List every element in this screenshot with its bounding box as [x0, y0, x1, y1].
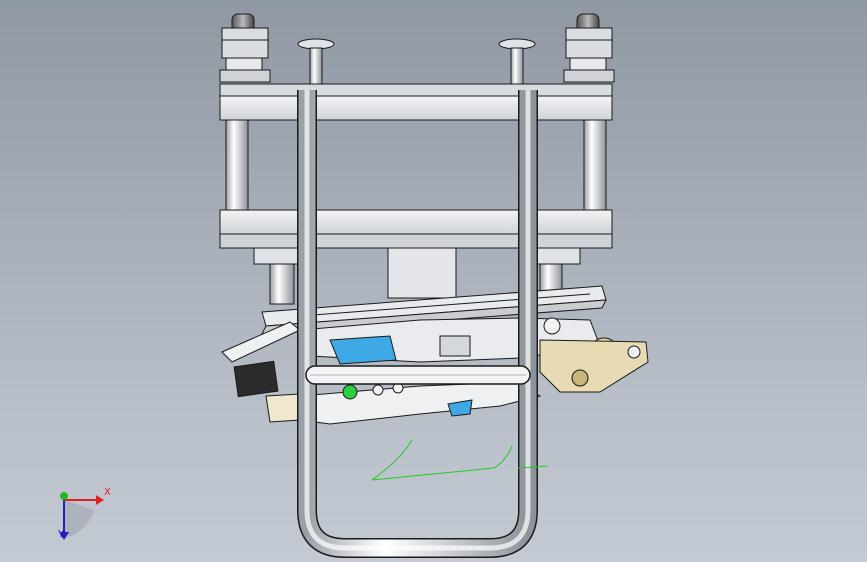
triad-y-label: Y — [58, 529, 65, 540]
coordinate-triad: X Y — [44, 480, 124, 550]
tube-handle[interactable] — [297, 90, 538, 558]
z-axis-origin — [60, 492, 68, 500]
triad-graphic — [59, 492, 104, 540]
main-frame[interactable] — [219, 83, 613, 305]
seat-mechanism[interactable] — [221, 317, 649, 425]
triad-x-label: X — [104, 487, 111, 498]
caster-wheel-right[interactable] — [563, 13, 615, 83]
leveling-foot-left[interactable] — [297, 38, 335, 85]
sketch-lines — [371, 439, 549, 481]
leveling-foot-right[interactable] — [498, 38, 536, 85]
caster-wheel-left[interactable] — [219, 13, 271, 83]
